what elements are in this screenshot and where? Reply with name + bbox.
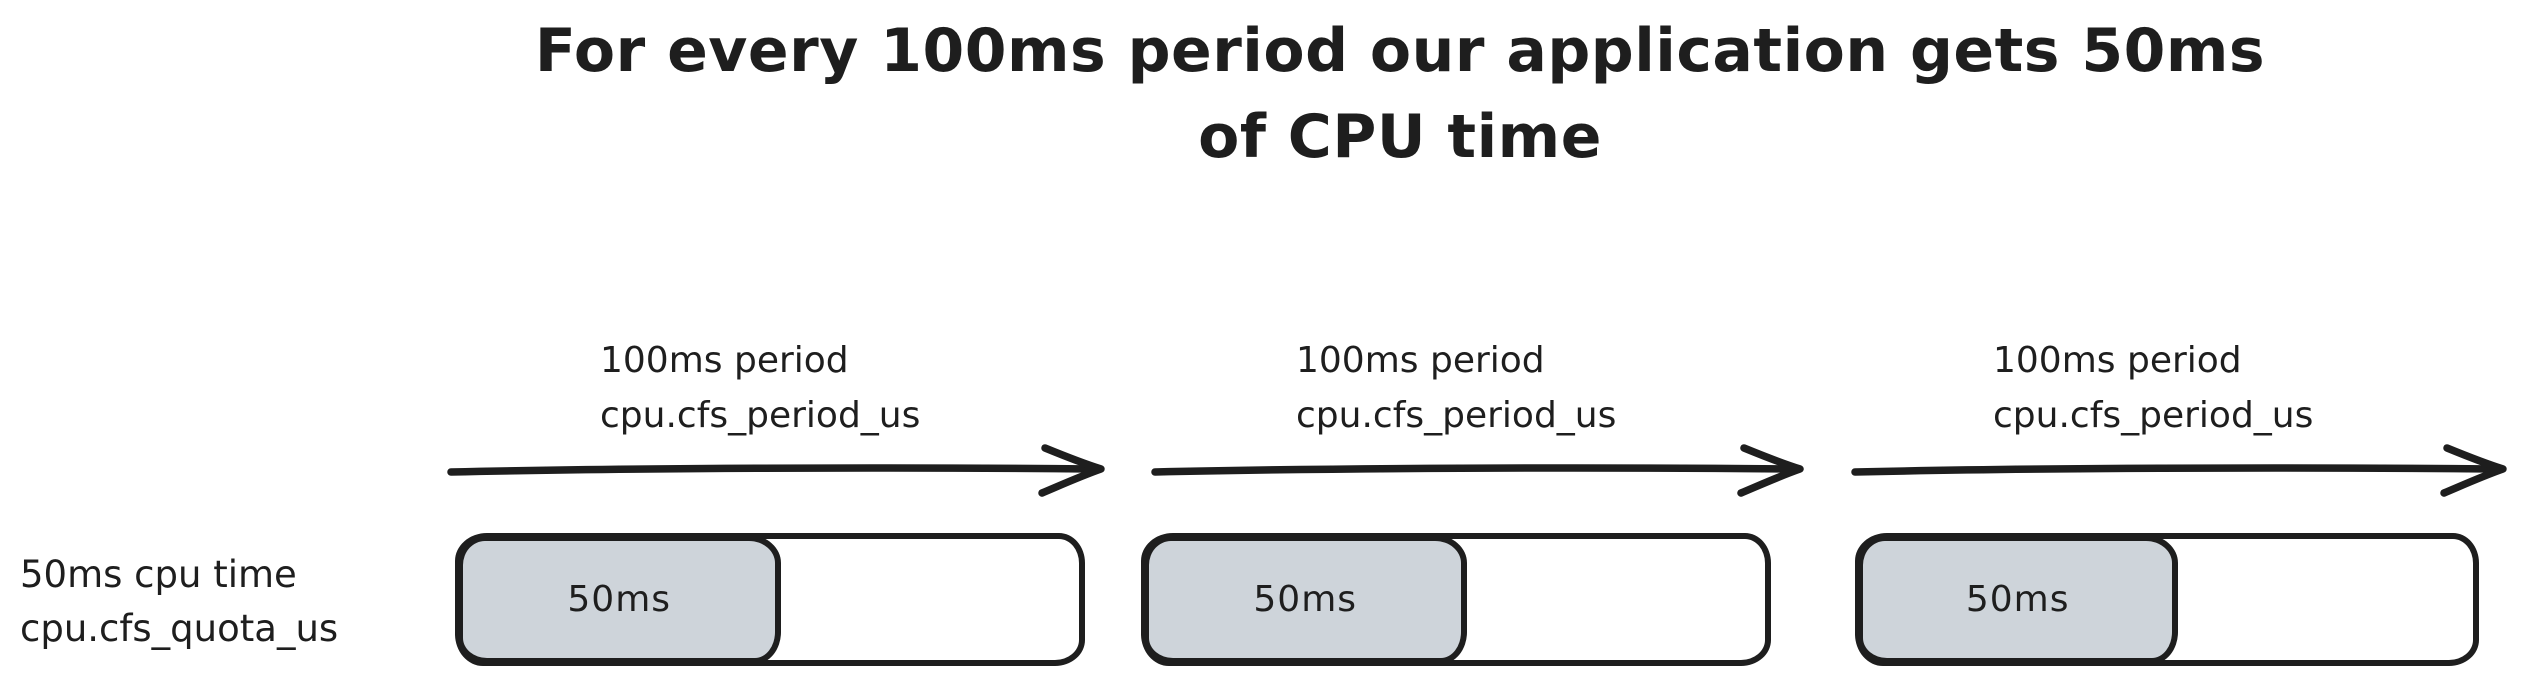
period-bar-1: 50ms <box>455 533 1085 666</box>
quota-value-label-3: 50ms <box>1965 579 2070 620</box>
title-line-1: For every 100ms period our application g… <box>534 16 2266 86</box>
period-arrow-icon-3 <box>1851 444 2507 497</box>
period-label-3-line-1: 100ms period <box>1993 340 2242 381</box>
quota-fill-1: 50ms <box>457 535 782 664</box>
quota-axis-label: 50ms cpu time cpu.cfs_quota_us <box>20 548 338 656</box>
quota-fill-3: 50ms <box>1857 535 2179 664</box>
period-label-2: 100ms period cpu.cfs_period_us <box>1296 333 1616 443</box>
period-label-3-line-2: cpu.cfs_period_us <box>1993 395 2314 436</box>
title-line-2: of CPU time <box>1198 102 1602 172</box>
period-arrow-icon-1 <box>447 444 1105 497</box>
quota-axis-label-line-2: cpu.cfs_quota_us <box>20 607 339 650</box>
quota-value-label-1: 50ms <box>567 579 672 620</box>
period-label-2-line-1: 100ms period <box>1296 340 1545 381</box>
period-label-1-line-1: 100ms period <box>600 340 849 381</box>
period-bar-2: 50ms <box>1141 533 1771 666</box>
period-bar-3: 50ms <box>1855 533 2479 666</box>
quota-axis-label-line-1: 50ms cpu time <box>20 553 297 596</box>
quota-value-label-2: 50ms <box>1253 579 1358 620</box>
period-label-3: 100ms period cpu.cfs_period_us <box>1993 333 2313 443</box>
diagram-title: For every 100ms period our application g… <box>535 8 2265 180</box>
period-arrow-icon-2 <box>1151 444 1804 497</box>
quota-fill-2: 50ms <box>1143 535 1468 664</box>
period-label-1-line-2: cpu.cfs_period_us <box>600 395 921 436</box>
period-label-2-line-2: cpu.cfs_period_us <box>1296 395 1617 436</box>
period-label-1: 100ms period cpu.cfs_period_us <box>600 333 920 443</box>
